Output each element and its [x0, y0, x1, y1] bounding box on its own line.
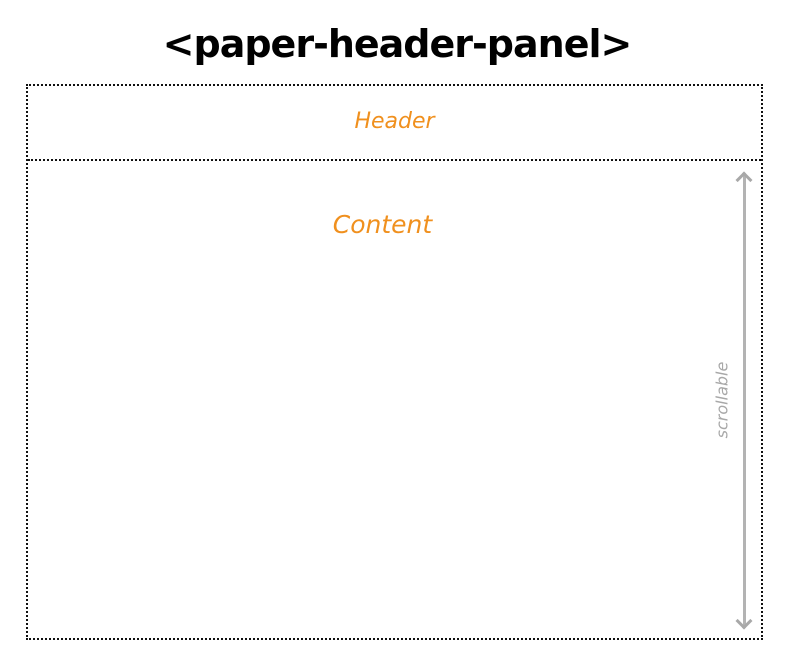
scroll-line: [743, 174, 746, 626]
arrow-down-icon: [735, 612, 753, 630]
content-label: Content: [332, 210, 433, 239]
scroll-indicator: [730, 170, 760, 634]
header-region: Header: [28, 86, 761, 161]
diagram-title: <paper-header-panel>: [162, 22, 633, 66]
header-label: Header: [354, 109, 435, 134]
scrollable-label: scrollable: [712, 361, 732, 439]
arrow-up-icon: [735, 171, 753, 189]
paper-header-panel: Header: [26, 84, 763, 640]
